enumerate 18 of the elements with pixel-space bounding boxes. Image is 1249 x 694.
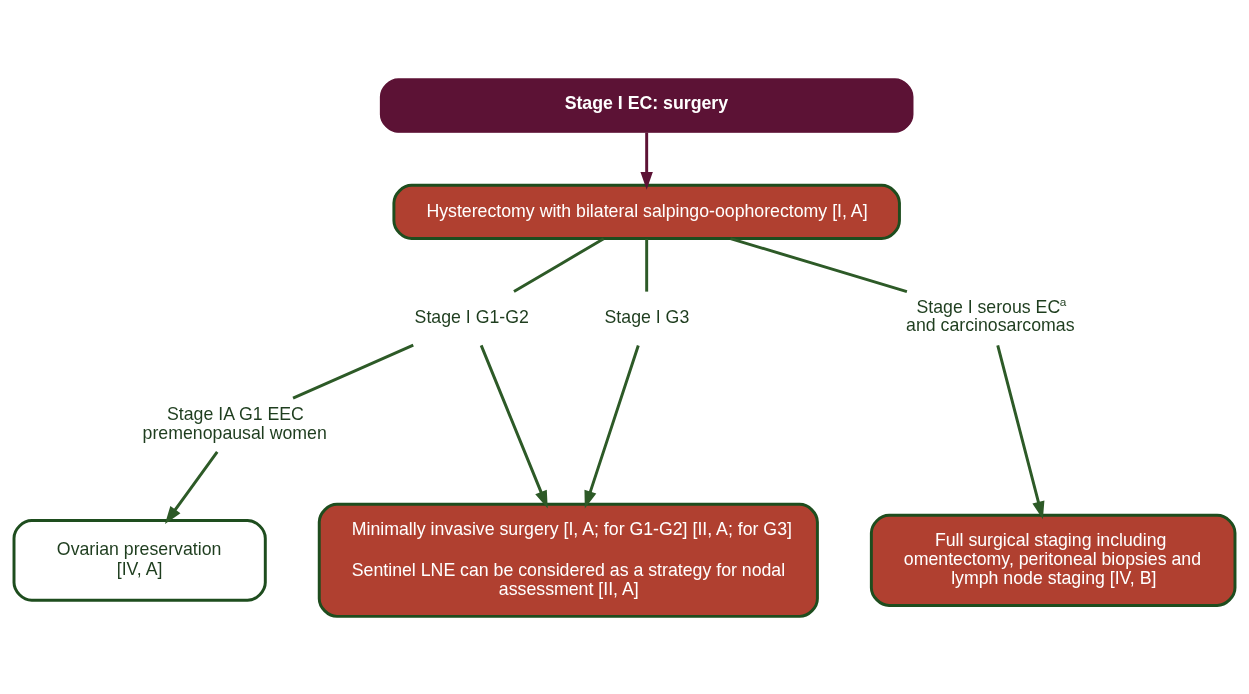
connector [513,236,605,293]
arrow [479,344,548,508]
arrow [996,344,1045,519]
connector [645,238,649,292]
node-box: Ovarian preservation [IV, A] [12,518,267,602]
arrow [584,344,640,509]
node-text: Stage I serous EC$^{a}$ and carcinosarcomas [906,294,1075,335]
node-text: Stage I G1-G2 [414,306,529,327]
arrow [640,132,653,190]
arrow [164,450,219,524]
node-box: Hysterectomy with bilateral salpingo-oophorectomy [I, A] [392,183,901,240]
connector [730,236,908,293]
node-box: Stage I EC: surgery [379,77,914,133]
node-text: Stage I G3 [604,306,690,327]
node-text: Stage IA G1 EEC premenopausal women [142,403,327,443]
node-box: Full surgical staging including omentectomy, peritoneal biopsies and lymph node staging [IV, B] [869,513,1237,607]
connector [292,343,414,399]
node-box: Minimally invasive surgery [I, A; for G1-G2] [II, A; for G3] Sentinel LNE can be considered as a strategy for nodal assessment [II, A] [317,502,819,618]
